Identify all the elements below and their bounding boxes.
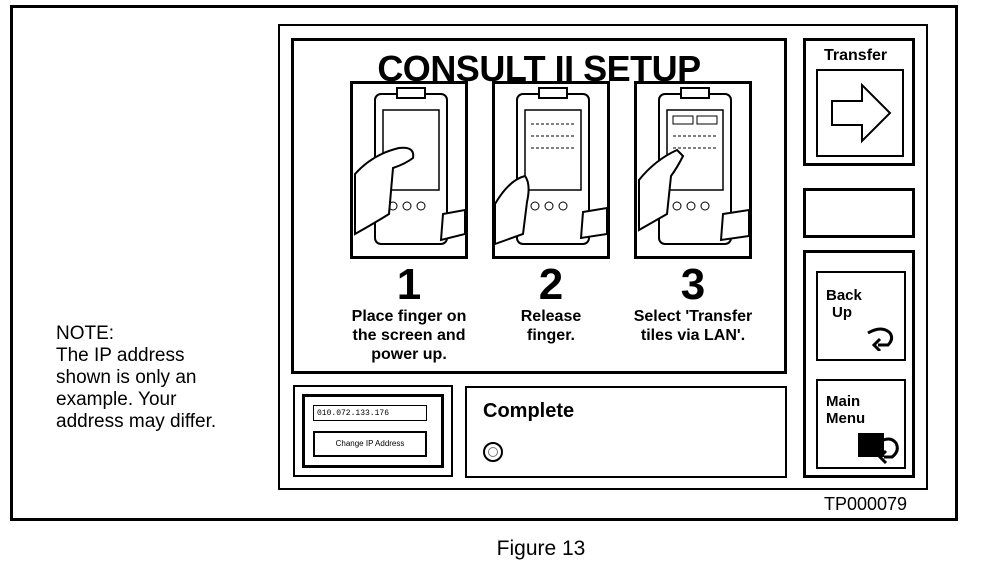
blank-button[interactable] [803, 188, 915, 238]
caption-line: tiles via LAN'. [640, 327, 746, 344]
home-return-icon [858, 433, 899, 465]
step-2-illustration [492, 81, 610, 259]
main-menu-label: Main Menu [826, 393, 865, 427]
figure-code: TP000079 [824, 494, 908, 514]
ip-note: NOTE: The IP address shown is only an ex… [56, 323, 276, 433]
note-line: shown is only an [56, 367, 197, 388]
note-line: address may differ. [56, 411, 217, 432]
step-2-number: 2 [538, 260, 564, 309]
caption-line: the screen and [352, 327, 466, 344]
main-menu-button[interactable]: Main Menu [816, 379, 906, 469]
tablet-touch-icon [354, 87, 465, 245]
caption-line: Place finger on [351, 308, 467, 325]
caption-line: Select 'Transfer [633, 308, 753, 325]
setup-panel: CONSULT II SETUP [291, 38, 787, 374]
status-text: Complete [483, 400, 575, 422]
arrow-right-icon [831, 82, 892, 144]
transfer-label: Transfer [824, 47, 888, 64]
step-3-number: 3 [680, 260, 706, 309]
step-3-caption: Select 'Transfer tiles via LAN'. [613, 307, 773, 345]
return-arrow-icon [867, 327, 894, 351]
back-label: Back [826, 287, 862, 304]
back-up-label: Back Up [826, 287, 862, 321]
navigation-group: Back Up Main Menu [803, 250, 915, 478]
figure-frame [10, 5, 958, 521]
transfer-button[interactable]: Transfer [803, 38, 915, 166]
figure-caption: Figure 13 [496, 537, 586, 560]
status-indicator-icon [483, 442, 503, 462]
status-panel: Complete [465, 386, 787, 478]
tablet-release-icon [495, 87, 607, 246]
step-1-illustration [350, 81, 468, 259]
transfer-arrow-frame [816, 69, 904, 157]
caption-line: Release [520, 308, 582, 325]
note-line: NOTE: [56, 323, 115, 344]
caption-line: finger. [526, 327, 575, 344]
note-line: example. Your [56, 389, 177, 410]
change-ip-button[interactable]: Change IP Address [313, 431, 427, 457]
step-2-caption: Release finger. [471, 307, 631, 345]
menu-label: Menu [826, 410, 866, 427]
ip-address-field[interactable]: 010.072.133.176 [313, 405, 427, 421]
device-screen [278, 24, 928, 490]
main-label: Main [826, 393, 861, 410]
ip-address-panel: 010.072.133.176 Change IP Address [293, 385, 453, 477]
note-line: The IP address [56, 345, 185, 366]
tablet-select-icon [638, 87, 749, 245]
step-1-number: 1 [396, 260, 422, 309]
caption-line: power up. [371, 346, 447, 363]
ip-address-frame: 010.072.133.176 Change IP Address [302, 394, 444, 468]
back-up-button[interactable]: Back Up [816, 271, 906, 361]
up-label: Up [832, 304, 852, 321]
step-1-caption: Place finger on the screen and power up. [329, 307, 489, 364]
step-3-illustration [634, 81, 752, 259]
